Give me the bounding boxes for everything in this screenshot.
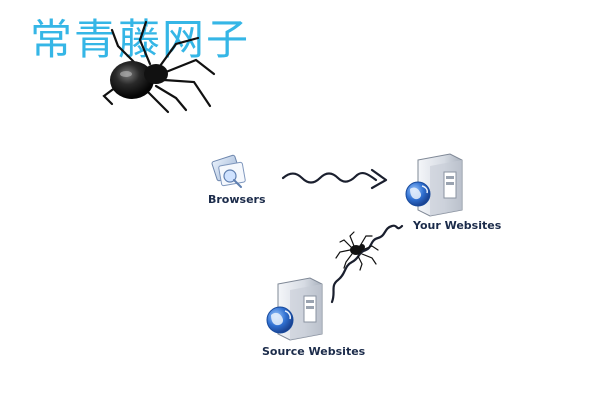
browser-icon bbox=[211, 154, 246, 188]
source-websites-label: Source Websites bbox=[262, 345, 366, 358]
your-websites-label: Your Websites bbox=[413, 219, 502, 232]
browsers-label: Browsers bbox=[208, 193, 266, 206]
your-websites-server-icon bbox=[405, 153, 463, 217]
large-spider-icon bbox=[102, 20, 216, 114]
source-websites-server-icon bbox=[266, 277, 323, 341]
flow-arrow-browsers-to-your-websites bbox=[281, 168, 388, 190]
crawl-path-line bbox=[330, 224, 404, 304]
small-spider-icon bbox=[335, 231, 379, 271]
